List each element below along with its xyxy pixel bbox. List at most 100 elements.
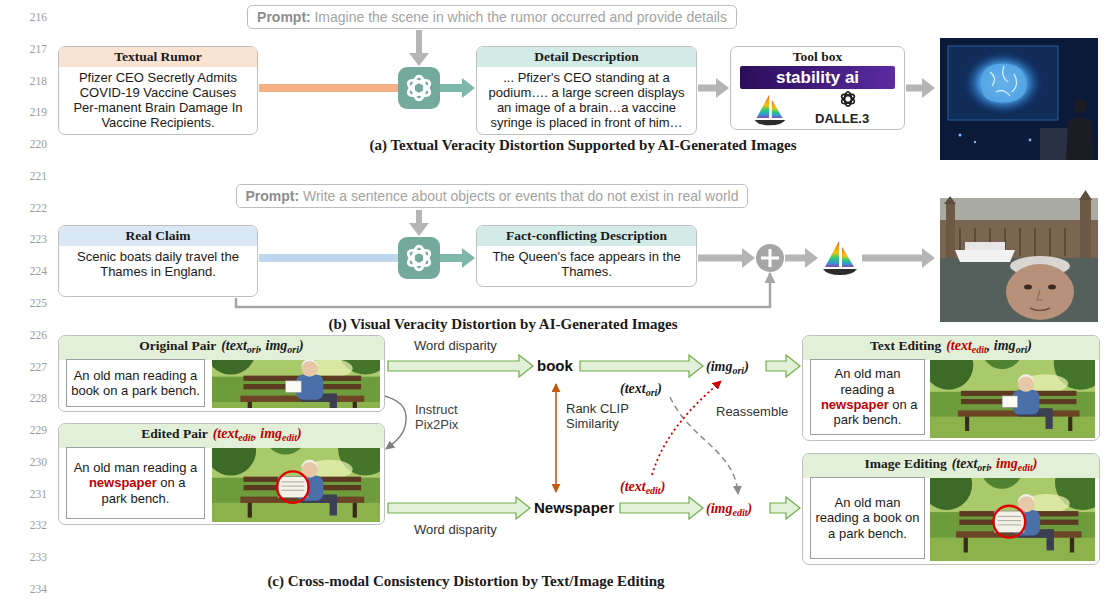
box-body: Scenic boats daily travel the Thames in … — [59, 246, 257, 283]
line-number-group: 229 — [0, 423, 47, 437]
subfigure-caption-group: (c) Cross-modal Consistency Distortion b… — [267, 572, 664, 590]
caption-box: An old man reading anewspaperon a park b… — [810, 359, 925, 435]
subfigure-caption-group: (a) Textual Veracity Distortion Supporte… — [369, 136, 796, 154]
arrow-label: Word disparity — [414, 338, 497, 353]
line-number: 225 — [30, 297, 47, 309]
line-number-group: 217 — [0, 42, 47, 56]
line-number: 231 — [30, 488, 47, 500]
math-label: edit — [646, 485, 661, 496]
rank-arrow — [556, 384, 557, 492]
block-arrow — [770, 497, 800, 519]
generated-image — [946, 204, 955, 260]
line-number: 220 — [30, 138, 47, 150]
pair-box: Original Pair(textori, imgori)An old man… — [58, 335, 385, 412]
line-number: 229 — [30, 424, 47, 436]
flow-arrow — [236, 210, 922, 307]
prompt-box: Prompt:Imagine the scene in which the ru… — [247, 5, 737, 29]
generated-image — [940, 190, 1098, 322]
rank-arrow — [555, 384, 557, 492]
chatgpt-icon — [398, 237, 440, 279]
process-box: Real ClaimScenic boats daily travel the … — [58, 225, 258, 297]
pair-heading: , img — [253, 426, 282, 441]
midjourney-icon — [755, 95, 786, 126]
keyword: book — [537, 357, 573, 374]
line-number: 226 — [30, 329, 47, 341]
box-text: Scenic boats daily travel the Thames in … — [77, 249, 239, 279]
arrow-label-group: Word disparity — [414, 338, 497, 353]
keyword: Newspaper — [534, 499, 614, 516]
pair-heading: ) — [1027, 338, 1032, 353]
flow-arrow — [862, 255, 922, 262]
block-arrow — [620, 497, 703, 519]
generated-image — [965, 242, 1005, 251]
math-label: ori — [646, 387, 658, 398]
math-label: (text — [620, 479, 646, 494]
subfigure-caption: (b) Visual Veracity Distortion by AI-Gen… — [328, 316, 677, 332]
pair-heading: (text — [952, 456, 978, 471]
caption-wrap: An old man reading a book on a park benc… — [71, 368, 200, 399]
line-number-group: 221 — [0, 169, 47, 183]
arrow-label: Rank CLIP Similarity — [566, 401, 629, 431]
math-label: ) — [657, 381, 662, 396]
header-band: Textual Rumor — [59, 47, 257, 67]
chatgpt-icon — [398, 237, 440, 279]
reassemble-arrow — [652, 381, 721, 475]
header-band: Edited Pair(textedit, imgedit) — [59, 424, 384, 448]
generated-image — [974, 141, 976, 143]
line-number-group: 224 — [0, 264, 47, 278]
math-label-group: (imgedit) — [706, 499, 752, 522]
box-heading: Textual Rumor — [114, 49, 202, 64]
logo-text: stability ai — [776, 68, 859, 87]
header-band: Detail Description — [477, 47, 696, 67]
pair-heading: Image Editing — [865, 456, 947, 471]
pair-heading: , img — [259, 338, 288, 353]
line-number-group: 233 — [0, 550, 47, 564]
process-box: Fact-conflicting DescriptionThe Queen's … — [476, 225, 697, 287]
generated-image — [1024, 285, 1032, 290]
merge-symbol — [756, 244, 784, 272]
math-label-group: (textori) — [620, 379, 662, 402]
prompt-text: Prompt: — [257, 9, 311, 25]
subfigure-caption-group: (b) Visual Veracity Distortion by AI-Gen… — [328, 315, 677, 333]
flow-arrow — [698, 255, 742, 262]
generated-image — [959, 134, 962, 137]
flow-arrow — [698, 85, 716, 92]
chatgpt-icon — [398, 67, 440, 109]
pair-heading: , img — [989, 456, 1018, 471]
caption-text: An old man reading a — [74, 460, 198, 475]
generated-image — [940, 38, 1098, 160]
line-number: 232 — [30, 519, 47, 531]
line-number-group: 223 — [0, 232, 47, 246]
arrow-label-group: Rank CLIP Similarity — [566, 401, 636, 431]
line-number-group: 222 — [0, 201, 47, 215]
math-label: (img — [706, 501, 732, 516]
process-box: Detail Description... Pfizer's CEO stand… — [476, 46, 697, 135]
block-arrow — [388, 497, 530, 519]
line-number-group: 220 — [0, 137, 47, 151]
generated-image — [948, 46, 1058, 120]
generated-image — [940, 38, 1098, 160]
block-arrow — [766, 355, 800, 377]
pair-heading: edit — [972, 344, 987, 355]
block-arrow — [580, 355, 703, 377]
box-text: Pfizer CEO Secretly Admits COVID-19 Vacc… — [73, 70, 242, 130]
line-number-group: 219 — [0, 105, 47, 119]
midjourney-icon — [823, 241, 857, 275]
box-heading: Fact-conflicting Description — [506, 228, 667, 243]
pair-heading: ) — [299, 338, 304, 353]
generated-image — [1066, 117, 1094, 160]
subfigure-caption: (a) Textual Veracity Distortion Supporte… — [369, 137, 796, 153]
pair-heading: (text — [213, 426, 239, 441]
flow-arrow — [906, 85, 922, 92]
generated-image — [980, 64, 1027, 103]
header-band: Real Claim — [59, 226, 257, 246]
pair-heading: ori — [1016, 344, 1028, 355]
math-label: ) — [744, 359, 749, 374]
line-number: 222 — [30, 202, 47, 214]
caption-box: An old man reading a book on a park benc… — [66, 359, 205, 407]
line-number: 218 — [30, 75, 47, 87]
pair-heading: Edited Pair — [141, 426, 207, 441]
line-number-group: 232 — [0, 518, 47, 532]
